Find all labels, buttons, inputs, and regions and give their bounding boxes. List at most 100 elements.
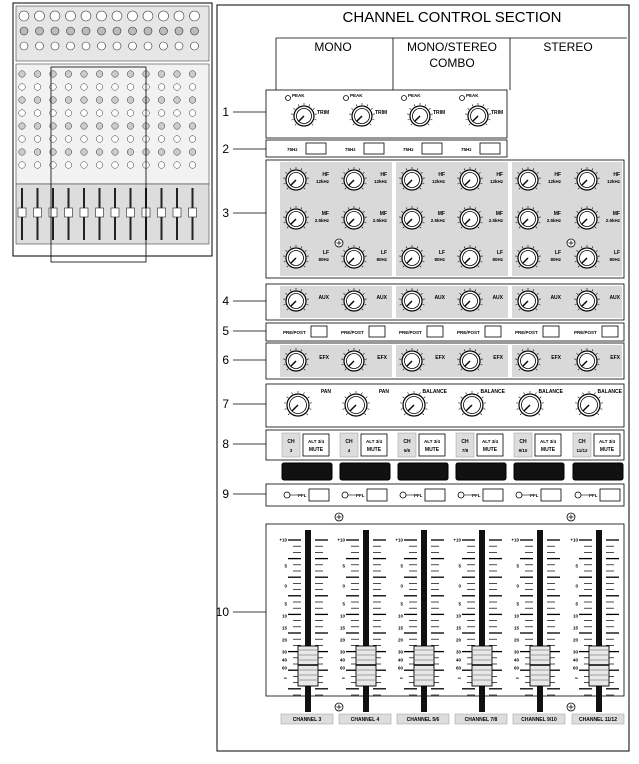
prepost-switch[interactable] xyxy=(602,326,618,337)
mf-freq-label: 2.5kHz xyxy=(606,218,621,223)
callout-9: 9 xyxy=(222,487,229,501)
lf-freq-label: 80Hz xyxy=(318,257,329,262)
fader-scale-label: ∞ xyxy=(458,676,461,681)
pfl-button[interactable] xyxy=(425,489,445,501)
callout-4: 4 xyxy=(222,294,229,308)
callout-1: 1 xyxy=(222,105,229,119)
mf-label: MF xyxy=(554,211,561,217)
mute-label: MUTE xyxy=(425,447,440,453)
fader-scale-label: 15 xyxy=(573,626,579,631)
fader-scale-label: 60 xyxy=(573,666,579,671)
pfl-button[interactable] xyxy=(309,489,329,501)
aux-label: AUX xyxy=(434,295,445,301)
fader-scale-label: ∞ xyxy=(342,676,345,681)
mf-freq-label: 2.5kHz xyxy=(373,218,388,223)
peak-label: PEAK xyxy=(408,93,421,98)
fader-scale-label: 60 xyxy=(282,666,288,671)
mute-label: MUTE xyxy=(483,447,498,453)
column-header-stereo: STEREO xyxy=(543,40,592,54)
fader-scale-label: 10 xyxy=(340,614,346,619)
lf-label: LF xyxy=(614,250,620,256)
ch-label: CH xyxy=(578,439,586,445)
lf-freq-label: 80Hz xyxy=(434,257,445,262)
peak-label: PEAK xyxy=(292,93,305,98)
trim-label: TRIM xyxy=(433,110,445,116)
pfl-led xyxy=(342,492,348,498)
prepost-switch[interactable] xyxy=(485,326,501,337)
screw-icon xyxy=(567,513,575,521)
alt-label: ALT 3/4 xyxy=(540,439,556,444)
screw-icon xyxy=(335,703,343,711)
channel-name-label: CHANNEL 3 xyxy=(293,717,322,723)
alt-label: ALT 3/4 xyxy=(366,439,382,444)
aux-label: AUX xyxy=(550,295,561,301)
fader-scale-label: +10 xyxy=(395,538,403,543)
pfl-led xyxy=(516,492,522,498)
fader-scale-label: 60 xyxy=(456,666,462,671)
prepost-switch[interactable] xyxy=(311,326,327,337)
fader-scale-label: +10 xyxy=(511,538,519,543)
alt-label: ALT 3/4 xyxy=(482,439,498,444)
efx-label: EFX xyxy=(319,355,329,361)
hf-label: HF xyxy=(613,172,620,178)
pfl-label: PFL xyxy=(589,493,598,498)
pfl-button[interactable] xyxy=(541,489,561,501)
efx-label: EFX xyxy=(435,355,445,361)
screw-icon xyxy=(567,239,575,247)
peak-led xyxy=(344,96,349,101)
lf-label: LF xyxy=(497,250,503,256)
low-cut-switch[interactable] xyxy=(480,143,500,154)
pfl-led xyxy=(284,492,290,498)
scribble-strip xyxy=(456,463,506,480)
fader-scale-label: 10 xyxy=(514,614,520,619)
pfl-button[interactable] xyxy=(367,489,387,501)
pfl-button[interactable] xyxy=(600,489,620,501)
mf-label: MF xyxy=(322,211,329,217)
prepost-switch[interactable] xyxy=(427,326,443,337)
fader-scale-label: +10 xyxy=(453,538,461,543)
low-cut-switch[interactable] xyxy=(306,143,326,154)
fader-scale-label: ∞ xyxy=(284,676,287,681)
scribble-strip xyxy=(398,463,448,480)
channel-number: 9/10 xyxy=(519,448,528,453)
hf-freq-label: 12kHz xyxy=(607,179,621,184)
pfl-led xyxy=(575,492,581,498)
fader-scale-label: +10 xyxy=(570,538,578,543)
low-cut-switch[interactable] xyxy=(364,143,384,154)
callout-7: 7 xyxy=(222,397,229,411)
pfl-label: PFL xyxy=(414,493,423,498)
hf-label: HF xyxy=(496,172,503,178)
lf-label: LF xyxy=(381,250,387,256)
prepost-label: PRE/POST xyxy=(515,330,538,335)
mute-label: MUTE xyxy=(541,447,556,453)
scribble-strip xyxy=(514,463,564,480)
fader-scale-label: 30 xyxy=(514,650,520,655)
mixer-thumbnail xyxy=(13,3,212,262)
fader-scale-label: 15 xyxy=(514,626,520,631)
low-cut-switch[interactable] xyxy=(422,143,442,154)
efx-label: EFX xyxy=(551,355,561,361)
pfl-led xyxy=(400,492,406,498)
fader-scale-label: 10 xyxy=(573,614,579,619)
pan-label: PAN xyxy=(321,389,332,395)
pfl-button[interactable] xyxy=(483,489,503,501)
hf-freq-label: 12kHz xyxy=(316,179,330,184)
channel-number: 7/8 xyxy=(462,448,469,453)
mute-label: MUTE xyxy=(309,447,324,453)
prepost-switch[interactable] xyxy=(543,326,559,337)
hz75-label: 75Hz xyxy=(403,147,414,152)
channel-number: 11/12 xyxy=(576,448,588,453)
channel-number-box xyxy=(573,433,591,457)
fader-scale-label: 20 xyxy=(456,638,462,643)
fader-scale-label: 40 xyxy=(398,658,404,663)
hf-label: HF xyxy=(554,172,561,178)
fader-scale-label: 60 xyxy=(398,666,404,671)
callout-10: 10 xyxy=(216,605,230,619)
hf-freq-label: 12kHz xyxy=(548,179,562,184)
callout-5: 5 xyxy=(222,324,229,338)
hf-freq-label: 12kHz xyxy=(490,179,504,184)
prepost-switch[interactable] xyxy=(369,326,385,337)
prepost-label: PRE/POST xyxy=(574,330,597,335)
fader-scale-label: 20 xyxy=(340,638,346,643)
aux-label: AUX xyxy=(609,295,620,301)
